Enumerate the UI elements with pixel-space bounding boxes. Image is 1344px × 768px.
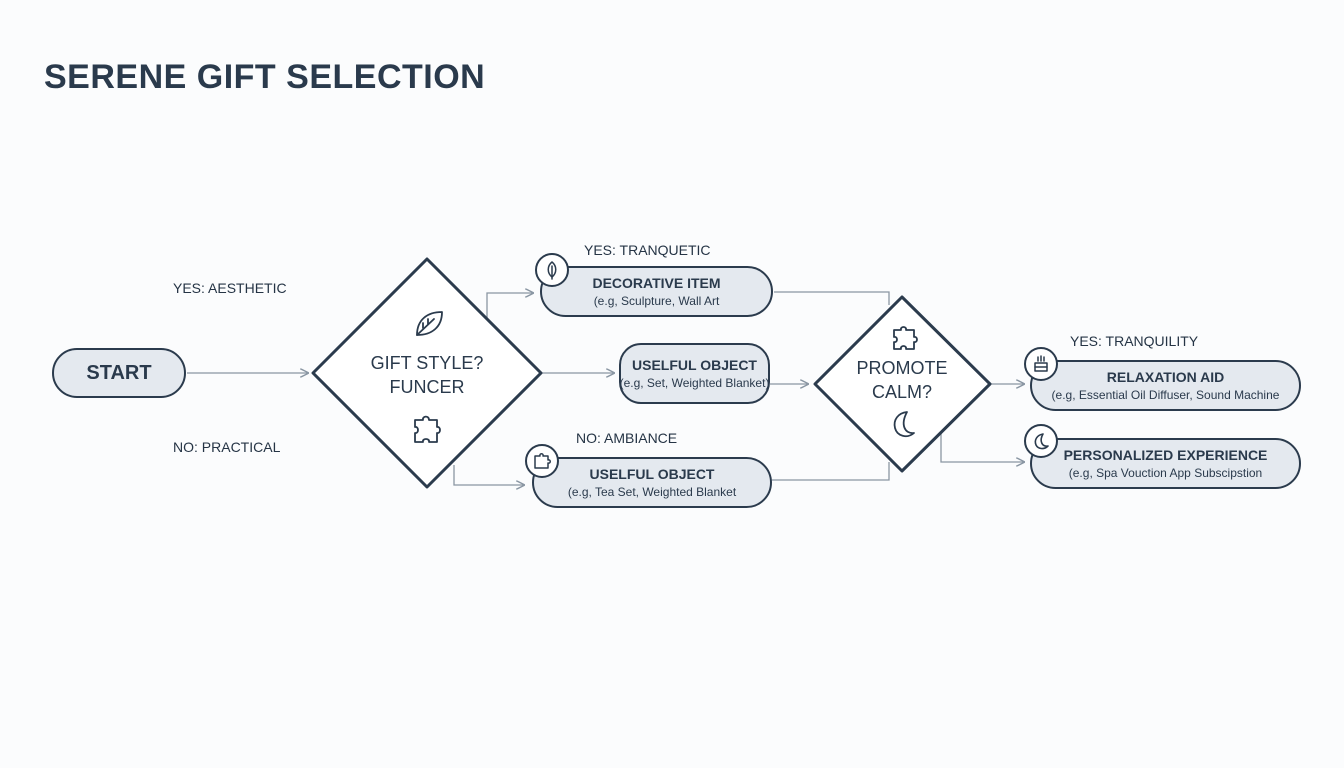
relaxation-aid-desc: (e.g, Essential Oil Diffuser, Sound Mach… xyxy=(1051,388,1280,402)
edge-label-no-ambiance: NO: AMBIANCE xyxy=(576,430,678,446)
useful-object-node-middle[interactable]: USELFUL OBJECT (e.g, Set, Weighted Blank… xyxy=(619,343,770,404)
start-label: START xyxy=(86,361,152,384)
useful-object-middle-title: USELFUL OBJECT xyxy=(632,357,757,373)
connector-calm-to-personalized xyxy=(940,433,1024,462)
promote-calm-label: PROMOTE CALM? xyxy=(832,356,972,404)
promote-calm-line1: PROMOTE xyxy=(856,358,948,378)
relaxation-aid-title: RELAXATION AID xyxy=(1106,369,1225,385)
page-title: SERENE GIFT SELECTION xyxy=(44,58,486,96)
useful-object-bottom-title: USELFUL OBJECT xyxy=(589,466,715,482)
gift-style-line1: GIFT STYLE? xyxy=(370,353,484,373)
edge-label-no-practical: NO: PRACTICAL xyxy=(173,439,281,455)
diffuser-icon xyxy=(1024,347,1058,381)
personalized-experience-title: PERSONALIZED EXPERIENCE xyxy=(1063,447,1268,463)
useful-object-bottom-desc: (e.g, Tea Set, Weighted Blanket xyxy=(567,485,737,499)
decision-promote-calm xyxy=(813,295,992,473)
promote-calm-line2: CALM? xyxy=(871,382,933,402)
edge-label-yes-aesthetic: YES: AESTHETIC xyxy=(173,280,287,296)
puzzle-icon xyxy=(414,415,441,443)
connector-useful-bottom-to-calm xyxy=(772,462,890,481)
puzzle-icon xyxy=(525,444,559,478)
decorative-item-desc: (e.g, Sculpture, Wall Art xyxy=(593,294,720,308)
gift-style-line2: FUNCER xyxy=(389,377,465,397)
edge-label-yes-tranquility: YES: TRANQUILITY xyxy=(1070,333,1199,349)
plant-icon xyxy=(535,253,569,287)
gift-style-label: GIFT STYLE? FUNCER xyxy=(347,351,507,399)
useful-object-node-bottom[interactable]: USELFUL OBJECT (e.g, Tea Set, Weighted B… xyxy=(532,457,772,508)
personalized-experience-desc: (e.g, Spa Vouction App Subscipstion xyxy=(1068,466,1263,480)
relaxation-aid-node[interactable]: RELAXATION AID (e.g, Essential Oil Diffu… xyxy=(1030,360,1301,411)
useful-object-middle-desc: (e.g, Set, Weighted Blanket) xyxy=(619,376,770,390)
puzzle-icon xyxy=(893,326,918,350)
leaf-icon xyxy=(416,311,443,336)
personalized-experience-node[interactable]: PERSONALIZED EXPERIENCE (e.g, Spa Voucti… xyxy=(1030,438,1301,489)
decision-gift-style xyxy=(311,257,543,489)
connector-gift-style-to-useful-bottom xyxy=(453,465,524,485)
connector-decorative-to-calm xyxy=(774,291,890,305)
connector-gift-style-to-decorative xyxy=(486,293,533,318)
decorative-item-node[interactable]: DECORATIVE ITEM (e.g, Sculpture, Wall Ar… xyxy=(540,266,773,317)
start-node[interactable]: START xyxy=(52,348,186,398)
moon-icon xyxy=(1024,424,1058,458)
edge-label-yes-tranquetic: YES: TRANQUETIC xyxy=(584,242,711,258)
decorative-item-title: DECORATIVE ITEM xyxy=(592,275,721,291)
moon-icon xyxy=(893,411,915,438)
